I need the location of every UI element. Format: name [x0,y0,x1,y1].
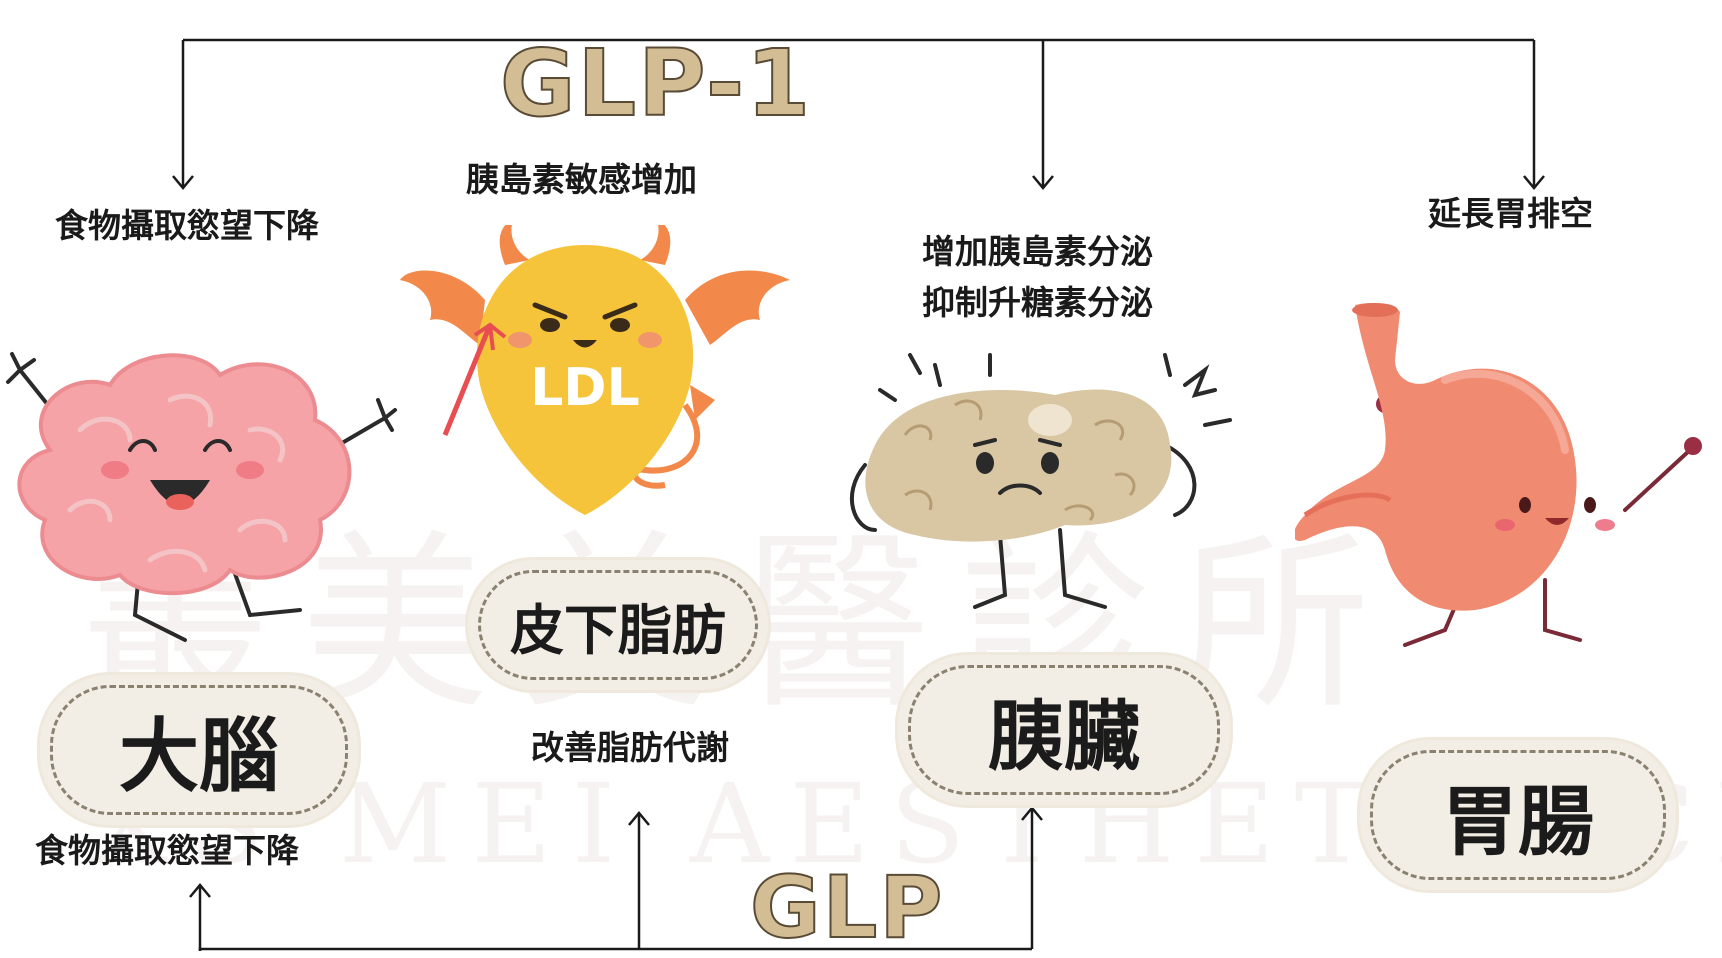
glp1-title: GLP-1 [499,29,813,138]
brain-top-caption: 食物攝取慾望下降 [55,206,319,245]
brain-box: 大腦 [40,675,358,825]
pancreas-top-caption-1: 增加胰島素分泌 [922,232,1153,271]
pancreas-box: 胰臟 [898,655,1230,805]
glp-title: GLP [749,857,945,958]
fat-top-caption: 胰島素敏感增加 [466,160,697,199]
brain-label: 大腦 [119,709,279,803]
ldl-illustration: LDL [400,225,790,515]
brain-bottom-caption: 食物攝取慾望下降 [35,831,299,870]
stomach-label: 胃腸 [1442,777,1594,866]
stomach-top-caption: 延長胃排空 [1428,194,1593,233]
fat-label: 皮下脂肪 [510,597,726,662]
pancreas-illustration [849,353,1232,609]
fat-box: 皮下脂肪 [468,560,768,690]
fat-bottom-caption: 改善脂肪代謝 [531,728,729,767]
stomach-box: 胃腸 [1360,740,1676,890]
pancreas-top-caption-2: 抑制升糖素分泌 [922,283,1153,322]
ldl-label: LDL [530,358,639,418]
stomach-illustration [1295,303,1702,647]
pancreas-label: 胰臟 [988,692,1140,781]
brain-illustration [6,352,397,642]
